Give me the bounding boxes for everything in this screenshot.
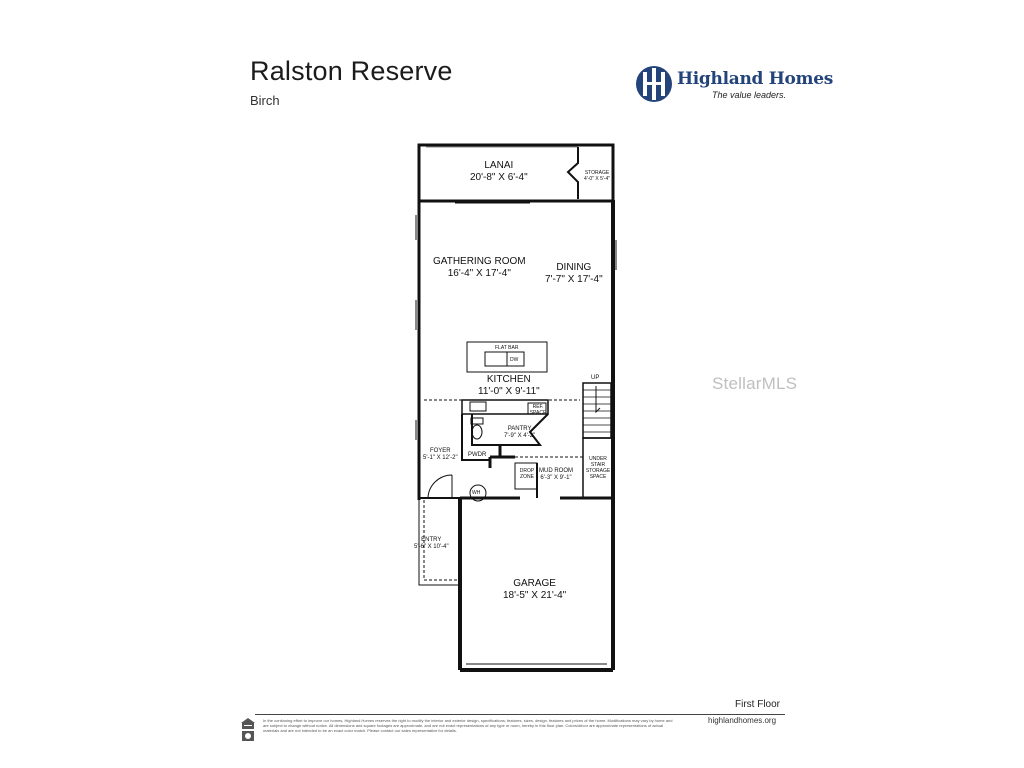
- foyer-name: FOYER: [429, 448, 451, 454]
- garage-name: GARAGE: [513, 578, 556, 589]
- highland-homes-logo: [636, 66, 672, 102]
- floor-label: First Floor: [735, 699, 780, 710]
- pantry-size: 7'-9" X 4'-2": [504, 433, 536, 439]
- foyer-size: 5'-1" X 12'-2": [423, 455, 458, 461]
- dining-name: DINING: [556, 262, 592, 273]
- dining-size: 7'-7" X 17'-4": [545, 274, 603, 285]
- kitchen-size: 11'-0" X 9'-11": [478, 386, 540, 397]
- storage-name: STORAGE: [584, 170, 610, 176]
- water-heater-label: WH: [472, 490, 481, 496]
- mls-watermark: StellarMLS: [712, 374, 798, 393]
- powder-label: PWDR: [468, 452, 487, 458]
- up-label: UP: [591, 375, 600, 381]
- footer-divider: [255, 714, 785, 715]
- dw-label: DW: [510, 357, 519, 363]
- gathering-room-name: GATHERING ROOM: [433, 256, 526, 267]
- storage-size: 4'-0" X 5'-4": [584, 176, 611, 182]
- kitchen-island: [466, 341, 548, 373]
- legal-disclaimer: In the continuing effort to improve our …: [263, 718, 673, 733]
- mud-room-name: MUD ROOM: [539, 468, 573, 474]
- community-title: Ralston Reserve: [250, 56, 453, 86]
- entry-name: ENTRY: [421, 537, 442, 543]
- flat-bar-label: FLAT BAR: [495, 345, 519, 351]
- lanai-size: 20'-8" X 6'-4": [470, 172, 528, 183]
- drop-zone-label: DROP ZONE: [519, 468, 535, 480]
- kitchen-name: KITCHEN: [486, 374, 531, 385]
- gathering-room-size: 16'-4" X 17'-4": [447, 268, 511, 279]
- ref-space-label: REF. SPACE: [529, 404, 547, 416]
- brand-tagline: The value leaders.: [712, 90, 787, 100]
- outer-wall: [417, 143, 615, 203]
- garage-size: 18'-5" X 21'-4": [503, 590, 567, 601]
- pantry-name: PANTRY: [507, 426, 532, 432]
- brand-name: Highland Homes: [677, 69, 833, 89]
- equal-housing-icon: [241, 718, 255, 741]
- mud-room-size: 6'-3" X 9'-1": [540, 475, 572, 481]
- lanai-name: LANAI: [484, 160, 514, 171]
- website-text: highlandhomes.org: [708, 716, 777, 725]
- entry-size: 5'-6" X 10'-4": [414, 544, 449, 550]
- model-name: Birch: [250, 93, 280, 108]
- under-stair-label: UNDER STAIR STORAGE SPACE: [585, 456, 611, 480]
